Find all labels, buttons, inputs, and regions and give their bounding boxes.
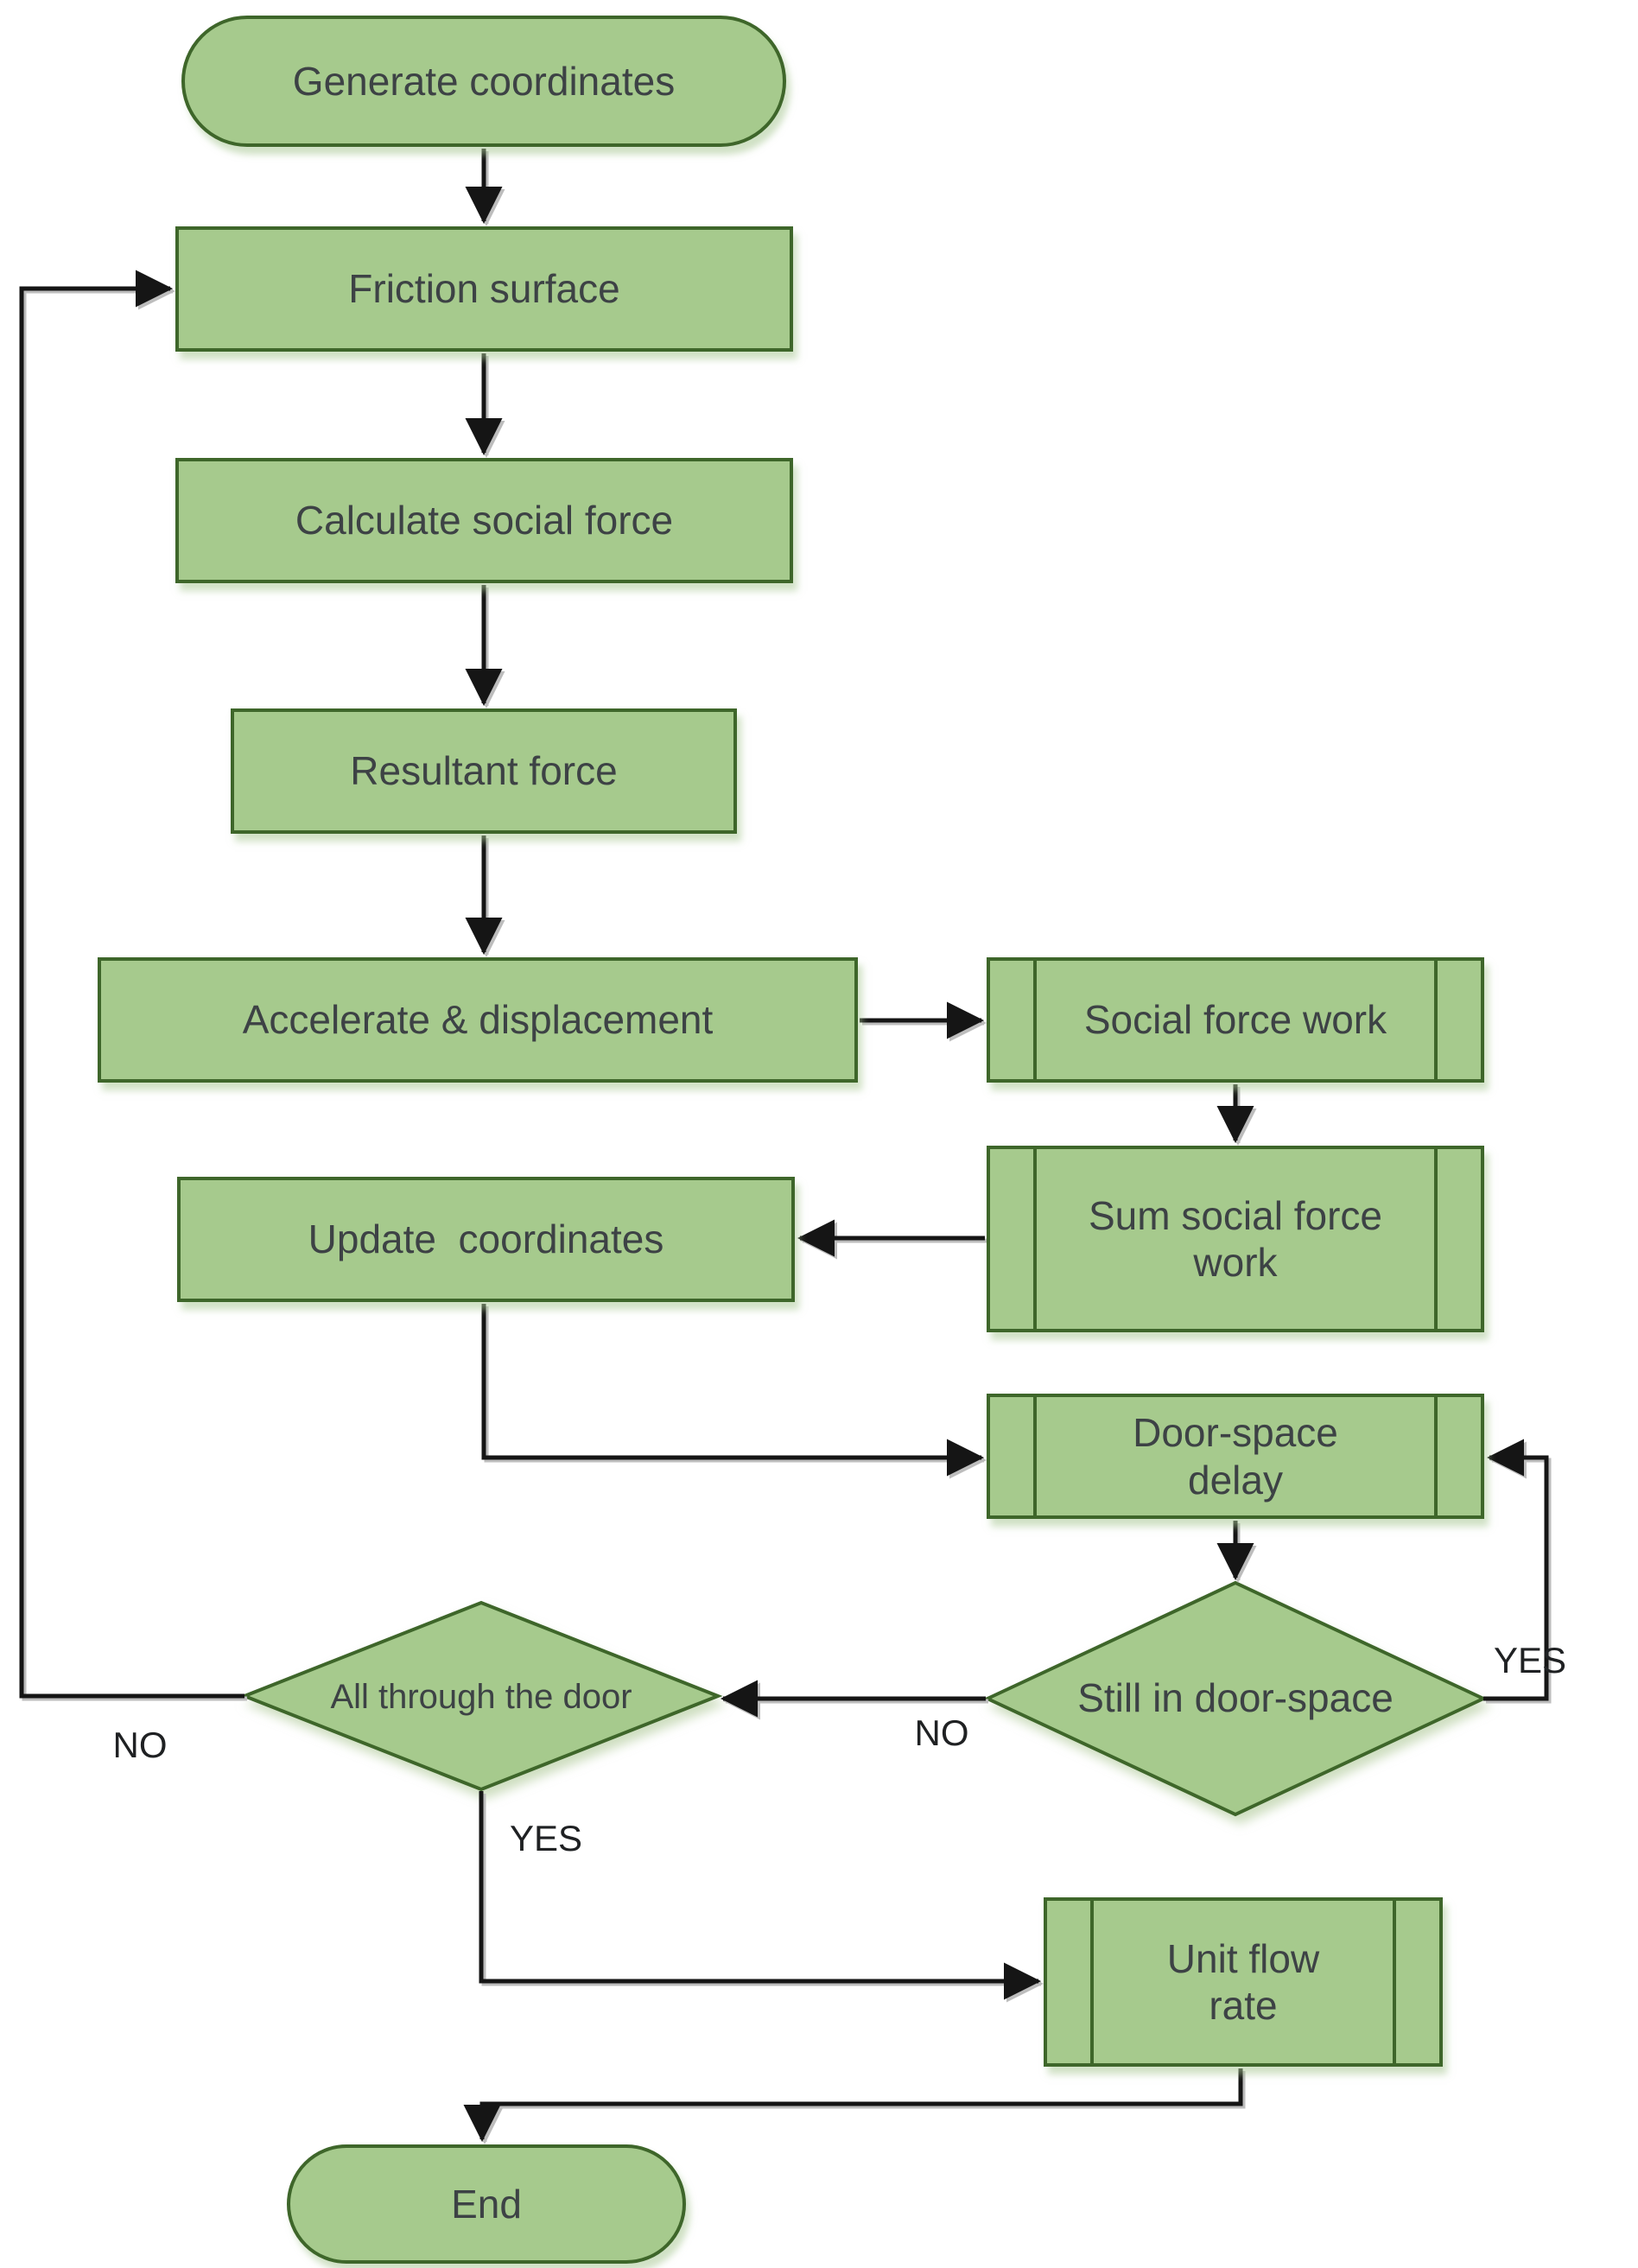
edge-unit-to-end <box>463 2068 1243 2143</box>
branch-label-no-all-through: NO <box>112 1725 168 1765</box>
node-friction-surface: Friction surface <box>175 226 793 352</box>
predefined-bar-icon <box>1033 1397 1037 1515</box>
diamond-all-through-the-door <box>239 1600 723 1792</box>
node-accelerate-displacement-label: Accelerate & displacement <box>242 997 714 1043</box>
node-generate-coordinates: Generate coordinates <box>181 16 786 147</box>
branch-label-yes-still-in-door: YES <box>1493 1640 1567 1680</box>
predefined-bar-icon <box>1434 1149 1438 1329</box>
node-still-in-door-space-label: Still in door-space <box>1077 1675 1394 1720</box>
node-resultant-force: Resultant force <box>231 708 737 834</box>
node-resultant-force-label: Resultant force <box>350 748 618 794</box>
node-all-through-the-door-label: All through the door <box>330 1677 632 1716</box>
edge-allthrough-yes-to-unit <box>479 1791 1042 2000</box>
node-sum-social-force-work-label: Sum social force work <box>1088 1192 1382 1285</box>
node-calculate-social-force: Calculate social force <box>175 458 793 583</box>
predefined-bar-icon <box>1090 1901 1094 2063</box>
predefined-bar-icon <box>1434 961 1438 1079</box>
node-update-coordinates: Update coordinates <box>177 1177 795 1302</box>
node-friction-surface-label: Friction surface <box>348 266 620 312</box>
edge-still-yes-loop <box>1483 1439 1549 1701</box>
edge-allthrough-no-loop <box>19 270 244 1699</box>
predefined-bar-icon <box>1033 1149 1037 1329</box>
branch-label-yes-all-through: YES <box>510 1818 583 1858</box>
predefined-bar-icon <box>1434 1397 1438 1515</box>
node-unit-flow-rate: Unit flow rate <box>1044 1897 1443 2067</box>
predefined-bar-icon <box>1033 961 1037 1079</box>
node-door-space-delay-label: Door-space delay <box>1133 1410 1338 1502</box>
node-sum-social-force-work: Sum social force work <box>987 1146 1484 1332</box>
node-end-label: End <box>451 2181 522 2227</box>
node-end: End <box>287 2144 686 2264</box>
node-door-space-delay: Door-space delay <box>987 1394 1484 1519</box>
node-update-coordinates-label: Update coordinates <box>308 1217 664 1262</box>
edge-update-to-door-space <box>481 1304 985 1477</box>
predefined-bar-icon <box>1393 1901 1396 2063</box>
branch-label-no-still-in-door: NO <box>914 1712 969 1753</box>
node-calculate-social-force-label: Calculate social force <box>295 498 674 543</box>
node-unit-flow-rate-label: Unit flow rate <box>1166 1935 1320 2028</box>
node-generate-coordinates-label: Generate coordinates <box>292 58 676 104</box>
node-social-force-work-label: Social force work <box>1083 997 1387 1043</box>
node-accelerate-displacement: Accelerate & displacement <box>98 957 858 1083</box>
node-social-force-work: Social force work <box>987 957 1484 1083</box>
